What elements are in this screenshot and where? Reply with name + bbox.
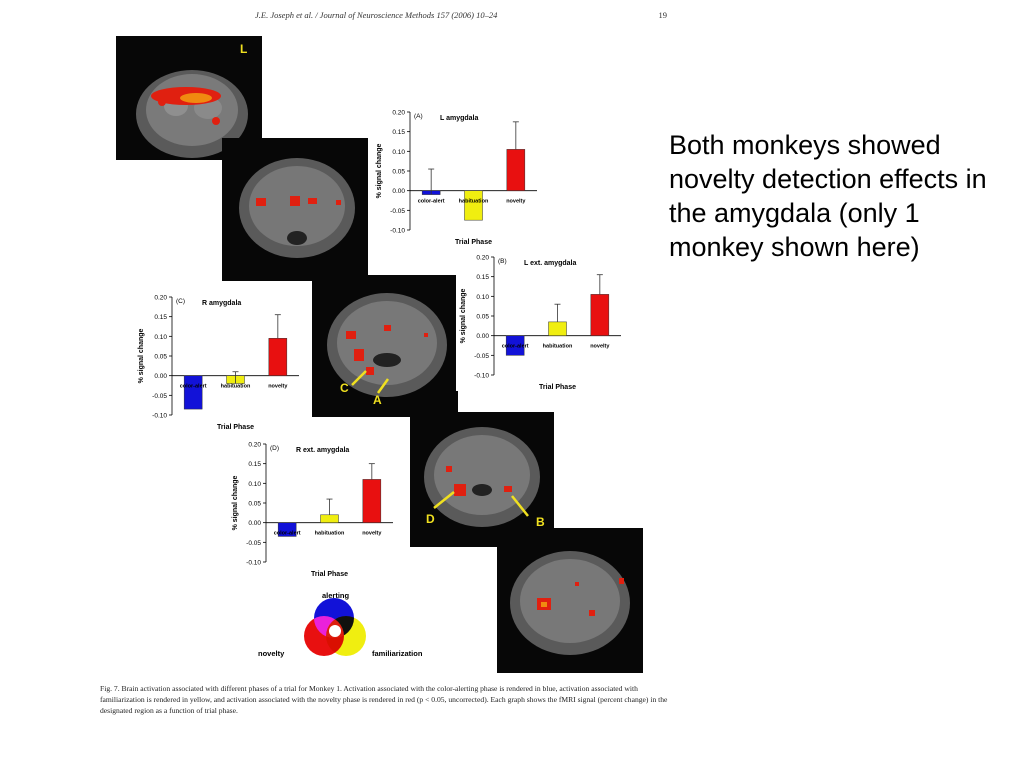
y-tick-label: 0.20 <box>248 442 261 449</box>
x-tick-label: color-alert <box>502 344 529 350</box>
y-tick-label: -0.05 <box>152 393 167 400</box>
y-tick-label: -0.10 <box>390 228 405 235</box>
x-tick-label: habituation <box>543 344 573 350</box>
brain-slice-1: L <box>116 36 262 160</box>
x-tick-label: novelty <box>590 344 610 350</box>
y-tick-label: 0.20 <box>154 295 167 302</box>
brain-slice-1-image <box>136 70 248 158</box>
brain-slice-5-image <box>510 551 630 655</box>
y-tick-label: 0.10 <box>154 334 167 341</box>
x-axis-label: Trial Phase <box>217 424 254 431</box>
x-tick-label: color-alert <box>418 199 445 205</box>
y-tick-label: 0.05 <box>476 314 489 321</box>
y-tick-label: -0.10 <box>474 373 489 380</box>
y-tick-label: 0.00 <box>154 373 167 380</box>
x-tick-label: novelty <box>506 199 526 205</box>
brain-slice-3-image <box>327 293 447 397</box>
panel-label: (D) <box>270 445 279 452</box>
bar-novelty <box>506 149 526 191</box>
chart-panel-b: 0.20 0.15 0.10 0.05 0.00 -0.05 -0.10 color-aler… <box>456 249 626 391</box>
y-tick-label: 0.10 <box>476 294 489 301</box>
y-tick-label: -0.10 <box>246 560 261 567</box>
x-axis-label: Trial Phase <box>539 384 576 391</box>
bar-color-alert <box>183 375 203 410</box>
arrow-label-c: C <box>340 381 349 395</box>
venn-label-familiarization: familiarization <box>372 649 423 658</box>
bar-novelty <box>590 294 610 336</box>
arrow-label-a: A <box>373 393 382 407</box>
hemisphere-label-l: L <box>240 42 248 56</box>
x-tick-label: novelty <box>268 384 288 390</box>
y-axis-label: % signal change <box>460 288 467 343</box>
venn-label-alerting: alerting <box>322 591 350 600</box>
y-tick-label: 0.15 <box>476 274 489 281</box>
y-tick-label: -0.05 <box>390 208 405 215</box>
chart-panel-d: 0.20 0.15 0.10 0.05 0.00 -0.05 -0.10 color-aler… <box>228 436 398 578</box>
y-tick-label: 0.00 <box>248 520 261 527</box>
arrow-label-d: D <box>426 512 435 526</box>
x-tick-label: habituation <box>459 199 489 205</box>
y-axis-label: % signal change <box>376 143 383 198</box>
y-tick-label: 0.10 <box>248 481 261 488</box>
y-axis-label: % signal change <box>138 328 145 383</box>
y-tick-label: -0.05 <box>246 540 261 547</box>
y-tick-label: 0.15 <box>248 461 261 468</box>
bar-color-alert <box>277 522 297 537</box>
chart-title: R amygdala <box>202 300 241 307</box>
y-tick-label: 0.20 <box>392 110 405 117</box>
y-tick-label: 0.00 <box>392 188 405 195</box>
x-tick-label: habituation <box>221 384 251 390</box>
panel-label: (B) <box>498 258 507 265</box>
slide-body-text: Both monkeys showed novelty detection ef… <box>669 130 987 262</box>
panel-label: (A) <box>414 113 423 120</box>
bar-color-alert <box>505 335 525 356</box>
y-tick-label: 0.15 <box>154 314 167 321</box>
y-tick-label: 0.05 <box>392 169 405 176</box>
y-axis-label: % signal change <box>232 475 239 530</box>
x-tick-label: habituation <box>315 531 345 537</box>
x-axis-label: Trial Phase <box>455 239 492 246</box>
brain-slice-2 <box>222 138 368 281</box>
y-tick-label: 0.15 <box>392 129 405 136</box>
bar-habituation <box>548 321 567 336</box>
x-tick-label: color-alert <box>274 531 301 537</box>
y-tick-label: 0.20 <box>476 255 489 262</box>
brain-slice-2-image <box>239 158 355 258</box>
y-tick-label: 0.10 <box>392 149 405 156</box>
journal-header: J.E. Joseph et al. / Journal of Neurosci… <box>255 10 675 20</box>
brain-slice-4-image <box>424 427 540 527</box>
y-tick-label: -0.10 <box>152 413 167 420</box>
brain-slice-5 <box>497 528 643 673</box>
chart-panel-a: 0.20 0.15 0.10 0.05 0.00 -0.05 -0.10 color-aler… <box>372 104 542 246</box>
chart-title: R ext. amygdala <box>296 447 349 454</box>
chart-title: L amygdala <box>440 115 478 122</box>
chart-title: L ext. amygdala <box>524 260 577 267</box>
venn-legend: alerting novelty familiarization <box>258 590 433 665</box>
brain-slice-3: C A <box>312 275 458 417</box>
brain-slice-4: D B <box>410 412 554 547</box>
figure-caption: Fig. 7. Brain activation associated with… <box>100 684 668 715</box>
bar-habituation <box>464 190 483 221</box>
bar-novelty <box>362 479 382 523</box>
citation: J.E. Joseph et al. / Journal of Neurosci… <box>255 10 498 20</box>
panel-label: (C) <box>176 298 185 305</box>
venn-diagram: alerting novelty familiarization <box>258 591 423 658</box>
bar-habituation <box>320 514 339 523</box>
x-tick-label: color-alert <box>180 384 207 390</box>
page-number: 19 <box>658 10 668 20</box>
y-tick-label: 0.05 <box>248 501 261 508</box>
x-axis-label: Trial Phase <box>311 571 348 578</box>
y-tick-label: -0.05 <box>474 353 489 360</box>
y-tick-label: 0.00 <box>476 333 489 340</box>
venn-label-novelty: novelty <box>258 649 285 658</box>
arrow-label-b: B <box>536 515 545 529</box>
y-tick-label: 0.05 <box>154 354 167 361</box>
x-tick-label: novelty <box>362 531 382 537</box>
bar-novelty <box>268 338 288 376</box>
chart-panel-c: 0.20 0.15 0.10 0.05 0.00 -0.05 -0.10 color-aler… <box>134 289 304 431</box>
